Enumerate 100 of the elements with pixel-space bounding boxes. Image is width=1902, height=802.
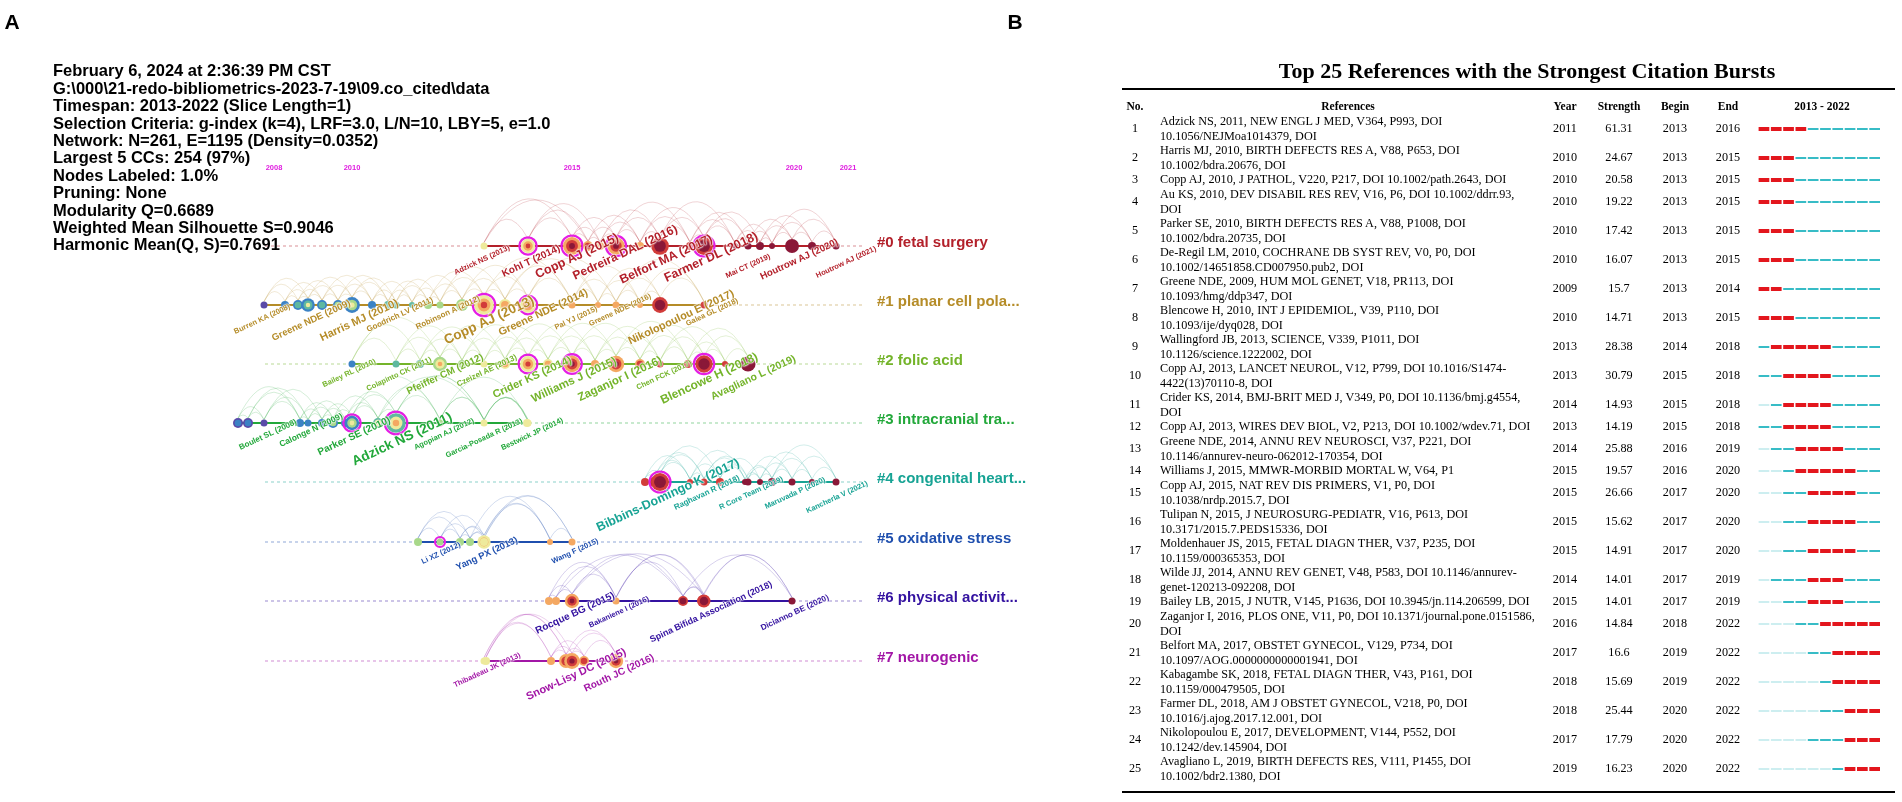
- burst-end-year: 2022: [1715, 761, 1741, 776]
- burst-end-year: 2018: [1715, 419, 1741, 434]
- column-header: 2013 - 2022: [1794, 99, 1850, 113]
- network-summary-text: Largest 5 CCs: 254 (97%): [53, 148, 251, 167]
- row-number: 6: [1131, 252, 1139, 267]
- reference-text: Williams J, 2015, MMWR-MORBID MORTAL W, V64, P1: [1160, 463, 1456, 478]
- row-number: 15: [1128, 485, 1142, 500]
- publication-year: 2015: [1552, 463, 1578, 478]
- reference-text: Copp AJ, 2010, J PATHOL, V220, P217, DOI 10.1002/path.2643, DOI: [1160, 172, 1508, 187]
- row-number: 20: [1128, 616, 1142, 631]
- network-summary-text: Pruning: None: [53, 183, 167, 202]
- publication-year: 2015: [1552, 485, 1578, 500]
- burst-end-year: 2015: [1715, 150, 1741, 165]
- burst-begin-year: 2019: [1662, 674, 1688, 689]
- publication-year: 2011: [1553, 121, 1577, 136]
- burst-strength: 14.01: [1605, 572, 1633, 587]
- burst-strength: 14.84: [1605, 616, 1633, 631]
- reference-text: Kabagambe SK, 2018, FETAL DIAGN THER, V43, P161, DOI 10.1159/000479505, DOI: [1160, 667, 1474, 697]
- publication-year: 2014: [1552, 397, 1578, 412]
- network-summary-text: Harmonic Mean(Q, S)=0.7691: [53, 235, 280, 254]
- burst-end-year: 2015: [1715, 252, 1741, 267]
- row-number: 17: [1128, 543, 1142, 558]
- row-number: 25: [1128, 761, 1142, 776]
- row-number: 19: [1128, 594, 1142, 609]
- burst-begin-year: 2013: [1662, 121, 1688, 136]
- cluster-label: #2 folic acid: [877, 351, 963, 367]
- publication-year: 2015: [1552, 594, 1578, 609]
- cluster-label: #1 planar cell pola...: [877, 292, 1020, 308]
- burst-strength: 15.7: [1608, 281, 1630, 296]
- burst-strength: 14.93: [1605, 397, 1633, 412]
- reference-text: Wilde JJ, 2014, ANNU REV GENET, V48, P583, DOI 10.1146/annurev-genet-120213-092208, DOI: [1160, 565, 1518, 595]
- burst-strength: 24.67: [1605, 150, 1633, 165]
- burst-begin-year: 2015: [1662, 368, 1688, 383]
- burst-end-year: 2022: [1715, 616, 1741, 631]
- reference-text: Moldenhauer JS, 2015, FETAL DIAGN THER, V37, P235, DOI 10.1159/000365353, DOI: [1160, 536, 1477, 566]
- network-summary-text: Weighted Mean Silhouette S=0.9046: [53, 218, 334, 236]
- cluster-label: #7 neurogenic: [877, 648, 979, 664]
- publication-year: 2009: [1552, 281, 1578, 296]
- burst-begin-year: 2014: [1662, 339, 1688, 354]
- burst-strength: 15.69: [1605, 674, 1633, 689]
- row-number: 16: [1128, 514, 1142, 529]
- burst-strength: 15.62: [1605, 514, 1633, 529]
- network-summary-text: Nodes Labeled: 1.0%: [53, 165, 219, 184]
- burst-strength: 28.38: [1605, 339, 1633, 354]
- row-number: 13: [1128, 441, 1142, 456]
- burst-end-year: 2018: [1715, 397, 1741, 412]
- reference-text: Wallingford JB, 2013, SCIENCE, V339, P1011, DOI 10.1126/science.1222002, DOI: [1160, 332, 1421, 362]
- reference-text: Copp AJ, 2013, WIRES DEV BIOL, V2, P213, DOI 10.1002/wdev.71, DOI: [1160, 419, 1532, 434]
- burst-begin-year: 2013: [1662, 223, 1688, 238]
- burst-strength: 30.79: [1605, 368, 1633, 383]
- reference-text: Copp AJ, 2013, LANCET NEUROL, V12, P799, DOI 10.1016/S1474-4422(13)70110-8, DOI: [1160, 361, 1508, 391]
- panel-letter: A: [4, 10, 20, 32]
- row-number: 18: [1128, 572, 1142, 587]
- burst-end-year: 2016: [1715, 121, 1741, 136]
- burst-begin-year: 2020: [1662, 732, 1688, 747]
- burst-begin-year: 2019: [1662, 645, 1688, 660]
- burst-end-year: 2015: [1715, 310, 1741, 325]
- publication-year: 2010: [1552, 150, 1578, 165]
- row-number: 3: [1131, 172, 1139, 187]
- burst-strength: 25.88: [1605, 441, 1633, 456]
- reference-text: Tulipan N, 2015, J NEUROSURG-PEDIATR, V16, P613, DOI 10.3171/2015.7.PEDS15336, DOI: [1160, 507, 1470, 537]
- network-summary-text: Selection Criteria: g-index (k=4), LRF=3.0, L/N=10, LBY=5, e=1.0: [53, 113, 551, 132]
- burst-strength: 14.71: [1605, 310, 1633, 325]
- publication-year: 2010: [1552, 172, 1578, 187]
- reference-text: Au KS, 2010, DEV DISABIL RES REV, V16, P6, DOI 10.1002/ddrr.93, DOI: [1160, 187, 1516, 217]
- reference-text: De-Regil LM, 2010, COCHRANE DB SYST REV, V0, P0, DOI 10.1002/14651858.CD007950.pub2, DOI: [1160, 245, 1477, 275]
- column-header: Begin: [1660, 99, 1690, 113]
- burst-end-year: 2014: [1715, 281, 1741, 296]
- burst-strength: 14.01: [1605, 594, 1633, 609]
- publication-year: 2010: [1552, 194, 1578, 209]
- row-number: 2: [1131, 150, 1139, 165]
- burst-end-year: 2018: [1715, 339, 1741, 354]
- burst-begin-year: 2013: [1662, 252, 1688, 267]
- reference-text: Avagliano L, 2019, BIRTH DEFECTS RES, V111, P1455, DOI 10.1002/bdr2.1380, DOI: [1160, 754, 1473, 784]
- reference-text: Greene NDE, 2014, ANNU REV NEUROSCI, V37, P221, DOI 10.1146/annurev-neuro-062012-170354, DOI: [1160, 434, 1473, 464]
- burst-strength: 20.58: [1605, 172, 1633, 187]
- cluster-label: #5 oxidative stress: [877, 529, 1012, 545]
- burst-begin-year: 2017: [1662, 543, 1688, 558]
- row-number: 24: [1128, 732, 1142, 747]
- publication-year: 2013: [1552, 339, 1578, 354]
- publication-year: 2019: [1552, 761, 1578, 776]
- reference-text: Copp AJ, 2015, NAT REV DIS PRIMERS, V1, P0, DOI 10.1038/nrdp.2015.7, DOI: [1160, 478, 1436, 508]
- burst-begin-year: 2015: [1662, 397, 1688, 412]
- row-number: 5: [1131, 223, 1139, 238]
- reference-text: Belfort MA, 2017, OBSTET GYNECOL, V129, P734, DOI 10.1097/AOG.0000000000001941, DOI: [1160, 638, 1454, 668]
- burst-begin-year: 2013: [1662, 150, 1688, 165]
- row-number: 12: [1128, 419, 1142, 434]
- row-number: 22: [1128, 674, 1142, 689]
- burst-strength: 61.31: [1605, 121, 1633, 136]
- column-header: No.: [1126, 99, 1144, 113]
- cluster-label: #0 fetal surgery: [877, 233, 988, 249]
- burst-end-year: 2020: [1715, 514, 1741, 529]
- burst-begin-year: 2015: [1662, 419, 1688, 434]
- publication-year: 2015: [1552, 514, 1578, 529]
- publication-year: 2017: [1552, 732, 1578, 747]
- network-summary-text: February 6, 2024 at 2:36:39 PM CST: [53, 61, 331, 80]
- burst-strength: 26.66: [1605, 485, 1633, 500]
- burst-end-year: 2020: [1715, 463, 1741, 478]
- burst-begin-year: 2018: [1662, 616, 1688, 631]
- panel-letter: B: [1007, 10, 1023, 32]
